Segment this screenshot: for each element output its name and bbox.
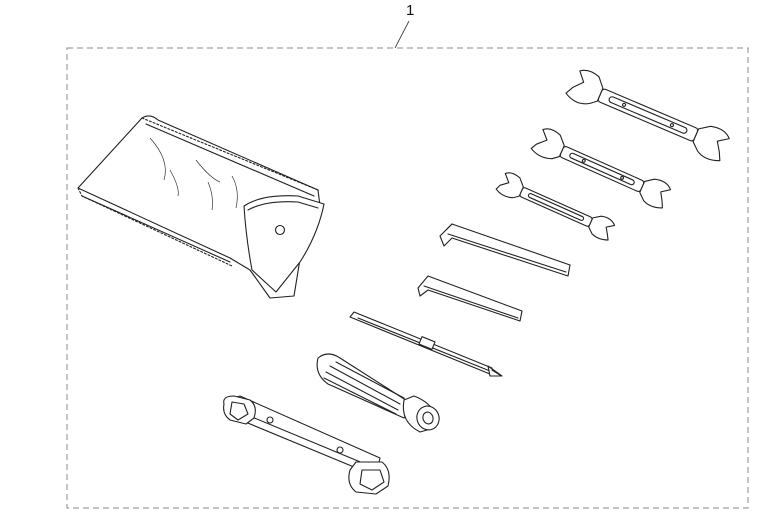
hex-key-large	[439, 223, 571, 277]
callout-leader-line	[394, 20, 410, 49]
screwdriver-handle	[316, 353, 440, 433]
hex-key-small	[417, 275, 523, 322]
spark-plug-box-wrench	[223, 395, 390, 495]
callout-number: 1	[406, 2, 415, 19]
open-wrench-small	[495, 172, 616, 241]
kit-frame	[66, 47, 749, 509]
open-wrench-medium	[530, 128, 672, 209]
pouch	[77, 115, 325, 299]
open-wrench-large	[565, 69, 730, 162]
screwdriver-shaft	[349, 311, 503, 377]
